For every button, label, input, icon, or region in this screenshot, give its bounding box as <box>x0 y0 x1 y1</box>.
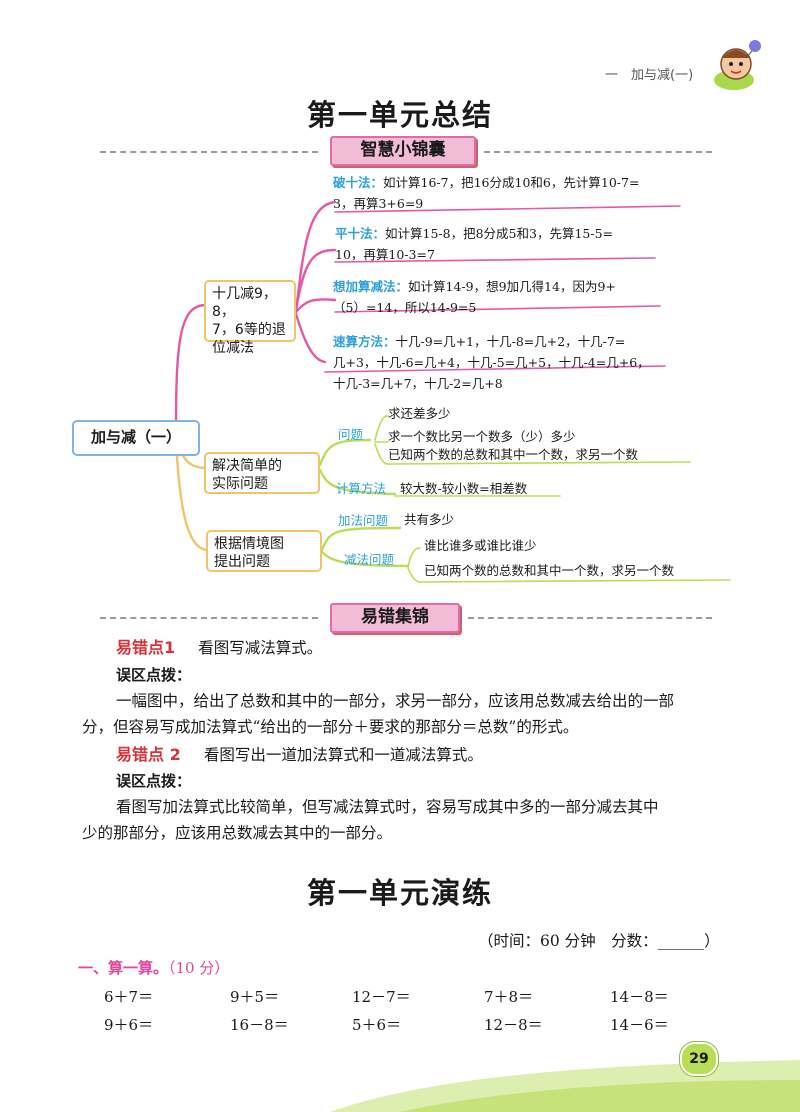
addition-question-label: 加法问题 <box>338 513 389 528</box>
subtraction-question-item: 谁比谁多或谁比谁少 <box>424 538 537 553</box>
method-text: 几+3，十几-6=几+4，十几-5=几+5，十几-4=几+6， <box>333 355 650 370</box>
equation: 12－8＝ <box>484 1016 543 1034</box>
question-label: 问题 <box>338 427 364 442</box>
method-quick-calc: 速算方法：十几-9=几+1，十几-8=几+2，十几-7= 几+3，十几-6=几+… <box>333 331 650 394</box>
equation: 12－7＝ <box>352 988 411 1006</box>
calc-method-label: 计算方法 <box>336 481 387 496</box>
question-item: 已知两个数的总数和其中一个数，求另一个数 <box>388 447 639 462</box>
equation: 5＋6＝ <box>352 1016 402 1034</box>
error-prompt: 看图写出一道加法算式和一道减法算式。 <box>203 746 483 764</box>
equation: 16－8＝ <box>230 1016 289 1034</box>
method-text: 十几-9=几+1，十几-8=几+2，十几-7= <box>395 334 626 349</box>
section-heading: 一、算一算。（10 分） <box>78 957 229 978</box>
subtraction-question-label: 减法问题 <box>344 552 395 567</box>
time-info: （时间：60 分钟 分数：______） <box>478 932 720 950</box>
method-text: （5）=14，所以14-9=5 <box>333 300 477 315</box>
branch-label-line: 提出问题 <box>214 554 270 570</box>
tip-tab: 智慧小锦囊 <box>330 136 476 166</box>
divider <box>468 617 712 619</box>
divider <box>484 151 712 153</box>
equation: 6＋7＝ <box>104 988 154 1006</box>
error-prompt: 看图写减法算式。 <box>198 639 323 657</box>
method-break-ten: 破十法：如计算16-7，把16分成10和6，先计算10-7= 3，再算3+6=9 <box>333 172 639 214</box>
method-text: 3，再算3+6=9 <box>333 196 424 211</box>
errors-tab: 易错集锦 <box>330 603 460 633</box>
calc-method-value: 较大数-较小数=相差数 <box>400 481 528 496</box>
mindmap-root: 加与减（一） <box>72 420 200 456</box>
addition-question-value: 共有多少 <box>404 512 455 527</box>
question-item: 求还差多少 <box>388 406 451 421</box>
branch-label-line: 实际问题 <box>212 476 268 492</box>
method-name: 想加算减法： <box>333 279 409 294</box>
subtraction-question-item: 已知两个数的总数和其中一个数，求另一个数 <box>424 563 675 578</box>
divider <box>100 151 318 153</box>
method-name: 速算方法： <box>333 334 396 349</box>
hint-label: 误区点拨： <box>116 772 192 790</box>
branch-label-line: 7，6等的退 <box>212 322 286 338</box>
hint-label: 误区点拨： <box>116 666 192 684</box>
method-text: 如计算16-7，把16分成10和6，先计算10-7= <box>383 175 640 190</box>
practice-title: 第一单元演练 <box>306 876 493 910</box>
hint-line: 一幅图中，给出了总数和其中的一部分，求另一部分，应该用总数减去给出的一部 <box>116 692 675 710</box>
footer-wave <box>330 1060 800 1112</box>
hint-line: 少的那部分，应该用总数减去其中的一部分。 <box>82 824 393 842</box>
method-text: 如计算14-9，想9加几得14，因为9+ <box>408 279 616 294</box>
method-text: 十几-3=几+7，十几-2=几+8 <box>333 376 503 391</box>
branch-label-line: 十几减9，8， <box>212 286 277 320</box>
divider <box>100 617 318 619</box>
branch-label-line: 位减法 <box>212 340 254 356</box>
branch-label-line: 根据情境图 <box>214 536 284 552</box>
error-tag: 易错点1 <box>116 638 176 657</box>
branch-label-line: 解决简单的 <box>212 458 282 474</box>
branch-borrow-subtraction: 十几减9，8， 7，6等的退 位减法 <box>204 280 296 356</box>
method-text: 10，再算10-3=7 <box>335 247 435 262</box>
equation: 9＋5＝ <box>230 988 280 1006</box>
page-number: 29 <box>680 1042 718 1076</box>
hint-line: 看图写加法算式比较简单，但写减法算式时，容易写成其中多的一部分减去其中 <box>116 798 659 816</box>
hint-line: 分，但容易写成加法算式“给出的一部分＋要求的那部分＝总数”的形式。 <box>82 718 579 736</box>
method-text: 如计算15-8，把8分成5和3，先算15-5= <box>385 226 614 241</box>
chapter-header: 一 加与减(一) <box>605 68 694 83</box>
mascot-icon <box>714 40 761 90</box>
mindmap-connectors <box>174 200 731 583</box>
error-tag: 易错点 2 <box>116 745 181 764</box>
equation: 7＋8＝ <box>484 988 534 1006</box>
equation: 9＋6＝ <box>104 1016 154 1034</box>
branch-simple-problems: 解决简单的 实际问题 <box>204 452 320 494</box>
section-points: （10 分） <box>168 959 230 977</box>
summary-title: 第一单元总结 <box>306 98 493 132</box>
method-think-addition: 想加算减法：如计算14-9，想9加几得14，因为9+ （5）=14，所以14-9… <box>333 276 616 318</box>
error-point-2: 易错点 2 看图写出一道加法算式和一道减法算式。 <box>116 741 483 769</box>
section-title: 一、算一算。 <box>78 959 169 977</box>
method-name: 平十法： <box>335 226 386 241</box>
error-point-1: 易错点1 看图写减法算式。 <box>116 634 322 662</box>
question-item: 求一个数比另一个数多（少）多少 <box>388 429 576 444</box>
branch-scene-questions: 根据情境图 提出问题 <box>206 530 322 572</box>
method-level-ten: 平十法：如计算15-8，把8分成5和3，先算15-5= 10，再算10-3=7 <box>335 223 613 265</box>
method-name: 破十法： <box>333 175 384 190</box>
equation: 14－6＝ <box>610 1016 669 1034</box>
equation: 14－8＝ <box>610 988 669 1006</box>
